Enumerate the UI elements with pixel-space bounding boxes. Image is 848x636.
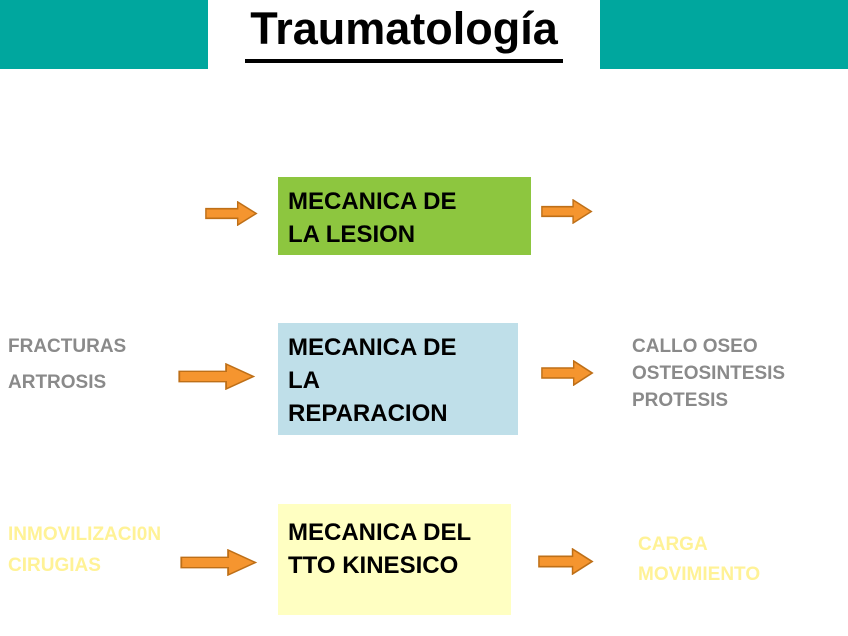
box-line: TTO KINESICO: [288, 552, 459, 579]
box-line: MECANICA DE: [288, 334, 457, 361]
arrow-right-icon: [538, 548, 594, 575]
label-group-carga-movimiento: CARGA MOVIMIENTO: [638, 534, 760, 586]
box-line: MECANICA DEL: [288, 519, 472, 546]
box-line: MECANICA DE: [288, 188, 457, 215]
box-mecanica-lesion: MECANICA DE LA LESION: [278, 177, 531, 255]
box-line: REPARACION: [288, 400, 448, 427]
title-plate: Traumatología: [208, 0, 600, 69]
label-protesis: PROTESIS: [632, 390, 729, 411]
page-title: Traumatología: [245, 0, 563, 63]
box-line: LA: [288, 367, 320, 394]
label-carga: CARGA: [638, 534, 708, 555]
arrow-right-icon: [180, 549, 258, 576]
arrow-right-icon: [178, 363, 256, 390]
arrow-right-icon: [541, 360, 594, 386]
label-callo-oseo: CALLO OSEO: [632, 336, 758, 357]
label-group-fracturas-artrosis: FRACTURAS ARTROSIS: [8, 336, 126, 394]
arrow-right-icon: [541, 199, 593, 224]
label-movimiento: MOVIMIENTO: [638, 564, 761, 585]
title-banner: Traumatología: [0, 0, 848, 69]
label-group-callo-oseo: CALLO OSEO OSTEOSINTESIS PROTESIS: [632, 336, 785, 412]
label-artrosis: ARTROSIS: [8, 372, 107, 393]
label-group-inmovilizacion-cirugias: INMOVILIZACI0N CIRUGIAS: [8, 524, 161, 577]
label-inmovilizacion: INMOVILIZACI0N: [8, 524, 162, 545]
arrow-right-icon: [205, 201, 258, 226]
label-cirugias: CIRUGIAS: [8, 555, 101, 576]
box-mecanica-reparacion: MECANICA DE LA REPARACION: [278, 323, 518, 435]
label-osteosintesis: OSTEOSINTESIS: [632, 363, 786, 384]
label-fracturas: FRACTURAS: [8, 336, 127, 357]
box-line: LA LESION: [288, 221, 416, 248]
box-mecanica-kinesico: MECANICA DEL TTO KINESICO: [278, 504, 511, 615]
